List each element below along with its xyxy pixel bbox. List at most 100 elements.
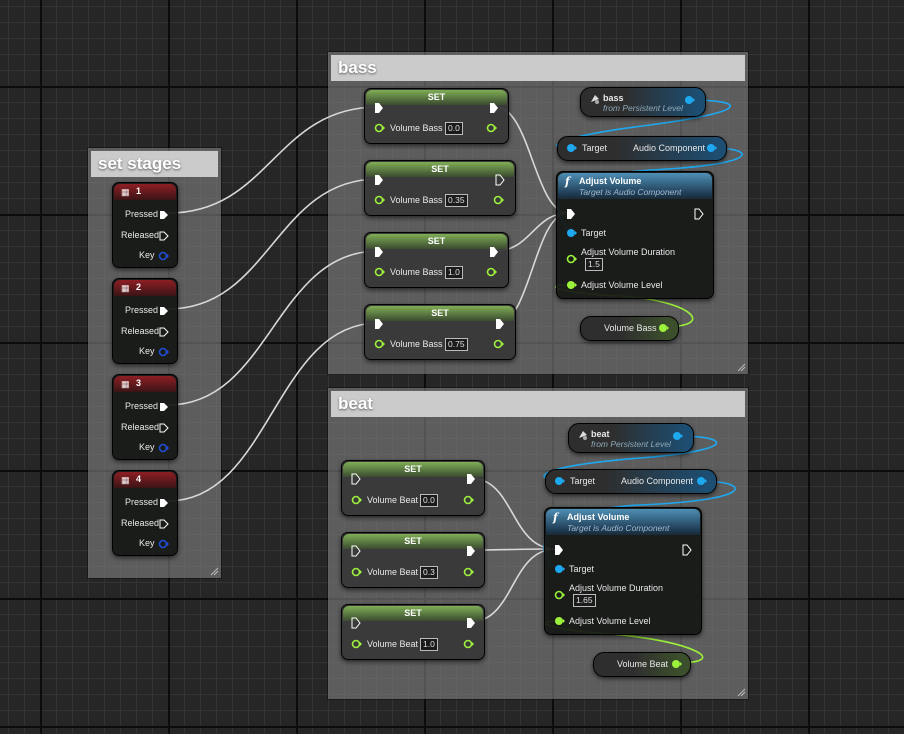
float-pin-out[interactable] bbox=[658, 323, 670, 333]
node-header[interactable]: SET bbox=[366, 90, 507, 105]
set-variable-node[interactable]: SET Volume Beat 1.0 bbox=[341, 604, 485, 660]
float-pin-in[interactable] bbox=[351, 567, 363, 577]
node-header[interactable]: ▦ 4 bbox=[114, 472, 176, 488]
variable-get-node[interactable]: Volume Beat bbox=[593, 652, 691, 677]
key-event-node[interactable]: ▦ 2 Pressed Released Key bbox=[112, 278, 178, 364]
node-header[interactable]: f Adjust Volume Target is Audio Componen… bbox=[558, 173, 712, 199]
float-pin-in[interactable] bbox=[374, 123, 386, 133]
exec-pin-in[interactable] bbox=[374, 318, 384, 330]
value-field[interactable]: 0.35 bbox=[445, 194, 468, 207]
resize-handle[interactable] bbox=[209, 566, 219, 576]
exec-pin-pressed[interactable] bbox=[159, 402, 169, 412]
node-header[interactable]: SET bbox=[366, 306, 514, 321]
audio-component-getter-node[interactable]: Target Audio Component bbox=[557, 136, 727, 161]
float-pin-out[interactable] bbox=[486, 267, 498, 277]
node-header[interactable]: f Adjust Volume Target is Audio Componen… bbox=[546, 509, 700, 535]
value-field[interactable]: 0.0 bbox=[420, 494, 438, 507]
node-header[interactable]: SET bbox=[343, 462, 483, 477]
resize-handle[interactable] bbox=[736, 687, 746, 697]
object-pin-target[interactable] bbox=[566, 228, 578, 238]
float-pin-duration[interactable] bbox=[566, 254, 578, 264]
float-pin-level[interactable] bbox=[554, 616, 566, 626]
actor-reference-node[interactable]: bass from Persistent Level bbox=[580, 87, 706, 117]
node-header[interactable]: SET bbox=[366, 234, 507, 249]
resize-handle[interactable] bbox=[736, 362, 746, 372]
exec-pin-out[interactable] bbox=[466, 545, 476, 557]
exec-pin-out[interactable] bbox=[466, 473, 476, 485]
adjust-volume-node[interactable]: f Adjust Volume Target is Audio Componen… bbox=[556, 171, 714, 299]
exec-pin-in[interactable] bbox=[351, 473, 361, 485]
key-event-node[interactable]: ▦ 1 Pressed Released Key bbox=[112, 182, 178, 268]
object-pin-out[interactable] bbox=[672, 431, 684, 441]
duration-field[interactable]: 1.5 bbox=[585, 258, 603, 271]
object-pin-out[interactable] bbox=[706, 143, 718, 153]
struct-pin-key[interactable] bbox=[158, 251, 170, 261]
object-pin-target[interactable] bbox=[554, 476, 566, 486]
exec-pin-out[interactable] bbox=[495, 174, 505, 186]
set-variable-node[interactable]: SET Volume Beat 0.3 bbox=[341, 532, 485, 588]
exec-pin-in[interactable] bbox=[374, 174, 384, 186]
exec-pin-released[interactable] bbox=[159, 231, 169, 241]
exec-pin-out[interactable] bbox=[466, 617, 476, 629]
float-pin-in[interactable] bbox=[374, 195, 386, 205]
exec-pin-pressed[interactable] bbox=[159, 210, 169, 220]
key-event-node[interactable]: ▦ 3 Pressed Released Key bbox=[112, 374, 178, 460]
duration-field[interactable]: 1.65 bbox=[573, 594, 596, 607]
set-variable-node[interactable]: SET Volume Bass 1.0 bbox=[364, 232, 509, 288]
node-header[interactable]: SET bbox=[343, 606, 483, 621]
float-pin-in[interactable] bbox=[374, 267, 386, 277]
exec-pin-out[interactable] bbox=[682, 544, 692, 556]
float-pin-out[interactable] bbox=[463, 639, 475, 649]
float-pin-in[interactable] bbox=[351, 639, 363, 649]
exec-pin-in[interactable] bbox=[351, 617, 361, 629]
object-pin-out[interactable] bbox=[684, 95, 696, 105]
exec-pin-in[interactable] bbox=[566, 208, 576, 220]
exec-pin-out[interactable] bbox=[694, 208, 704, 220]
float-pin-out[interactable] bbox=[493, 339, 505, 349]
node-header[interactable]: SET bbox=[343, 534, 483, 549]
value-field[interactable]: 1.0 bbox=[445, 266, 463, 279]
value-field[interactable]: 1.0 bbox=[420, 638, 438, 651]
comment-header[interactable]: beat bbox=[331, 391, 745, 417]
exec-pin-released[interactable] bbox=[159, 519, 169, 529]
variable-get-node[interactable]: Volume Bass bbox=[580, 316, 679, 341]
object-pin-target[interactable] bbox=[554, 564, 566, 574]
set-variable-node[interactable]: SET Volume Bass 0.75 bbox=[364, 304, 516, 360]
set-variable-node[interactable]: SET Volume Bass 0.0 bbox=[364, 88, 509, 144]
float-pin-out[interactable] bbox=[463, 495, 475, 505]
value-field[interactable]: 0.0 bbox=[445, 122, 463, 135]
node-header[interactable]: ▦ 1 bbox=[114, 184, 176, 200]
audio-component-getter-node[interactable]: Target Audio Component bbox=[545, 469, 717, 494]
exec-pin-pressed[interactable] bbox=[159, 498, 169, 508]
set-variable-node[interactable]: SET Volume Bass 0.35 bbox=[364, 160, 516, 216]
value-field[interactable]: 0.75 bbox=[445, 338, 468, 351]
float-pin-in[interactable] bbox=[351, 495, 363, 505]
exec-pin-in[interactable] bbox=[374, 102, 384, 114]
struct-pin-key[interactable] bbox=[158, 539, 170, 549]
value-field[interactable]: 0.3 bbox=[420, 566, 438, 579]
float-pin-out[interactable] bbox=[463, 567, 475, 577]
float-pin-duration[interactable] bbox=[554, 590, 566, 600]
float-pin-level[interactable] bbox=[566, 280, 578, 290]
exec-pin-released[interactable] bbox=[159, 327, 169, 337]
node-header[interactable]: ▦ 3 bbox=[114, 376, 176, 392]
exec-pin-in[interactable] bbox=[554, 544, 564, 556]
object-pin-out[interactable] bbox=[696, 476, 708, 486]
adjust-volume-node[interactable]: f Adjust Volume Target is Audio Componen… bbox=[544, 507, 702, 635]
struct-pin-key[interactable] bbox=[158, 347, 170, 357]
node-header[interactable]: SET bbox=[366, 162, 514, 177]
comment-header[interactable]: set stages bbox=[91, 151, 218, 177]
exec-pin-out[interactable] bbox=[495, 318, 505, 330]
exec-pin-out[interactable] bbox=[489, 246, 499, 258]
exec-pin-released[interactable] bbox=[159, 423, 169, 433]
object-pin-target[interactable] bbox=[566, 143, 578, 153]
key-event-node[interactable]: ▦ 4 Pressed Released Key bbox=[112, 470, 178, 556]
float-pin-out[interactable] bbox=[671, 659, 683, 669]
float-pin-out[interactable] bbox=[486, 123, 498, 133]
float-pin-out[interactable] bbox=[493, 195, 505, 205]
exec-pin-in[interactable] bbox=[351, 545, 361, 557]
set-variable-node[interactable]: SET Volume Beat 0.0 bbox=[341, 460, 485, 516]
exec-pin-in[interactable] bbox=[374, 246, 384, 258]
node-header[interactable]: ▦ 2 bbox=[114, 280, 176, 296]
exec-pin-pressed[interactable] bbox=[159, 306, 169, 316]
